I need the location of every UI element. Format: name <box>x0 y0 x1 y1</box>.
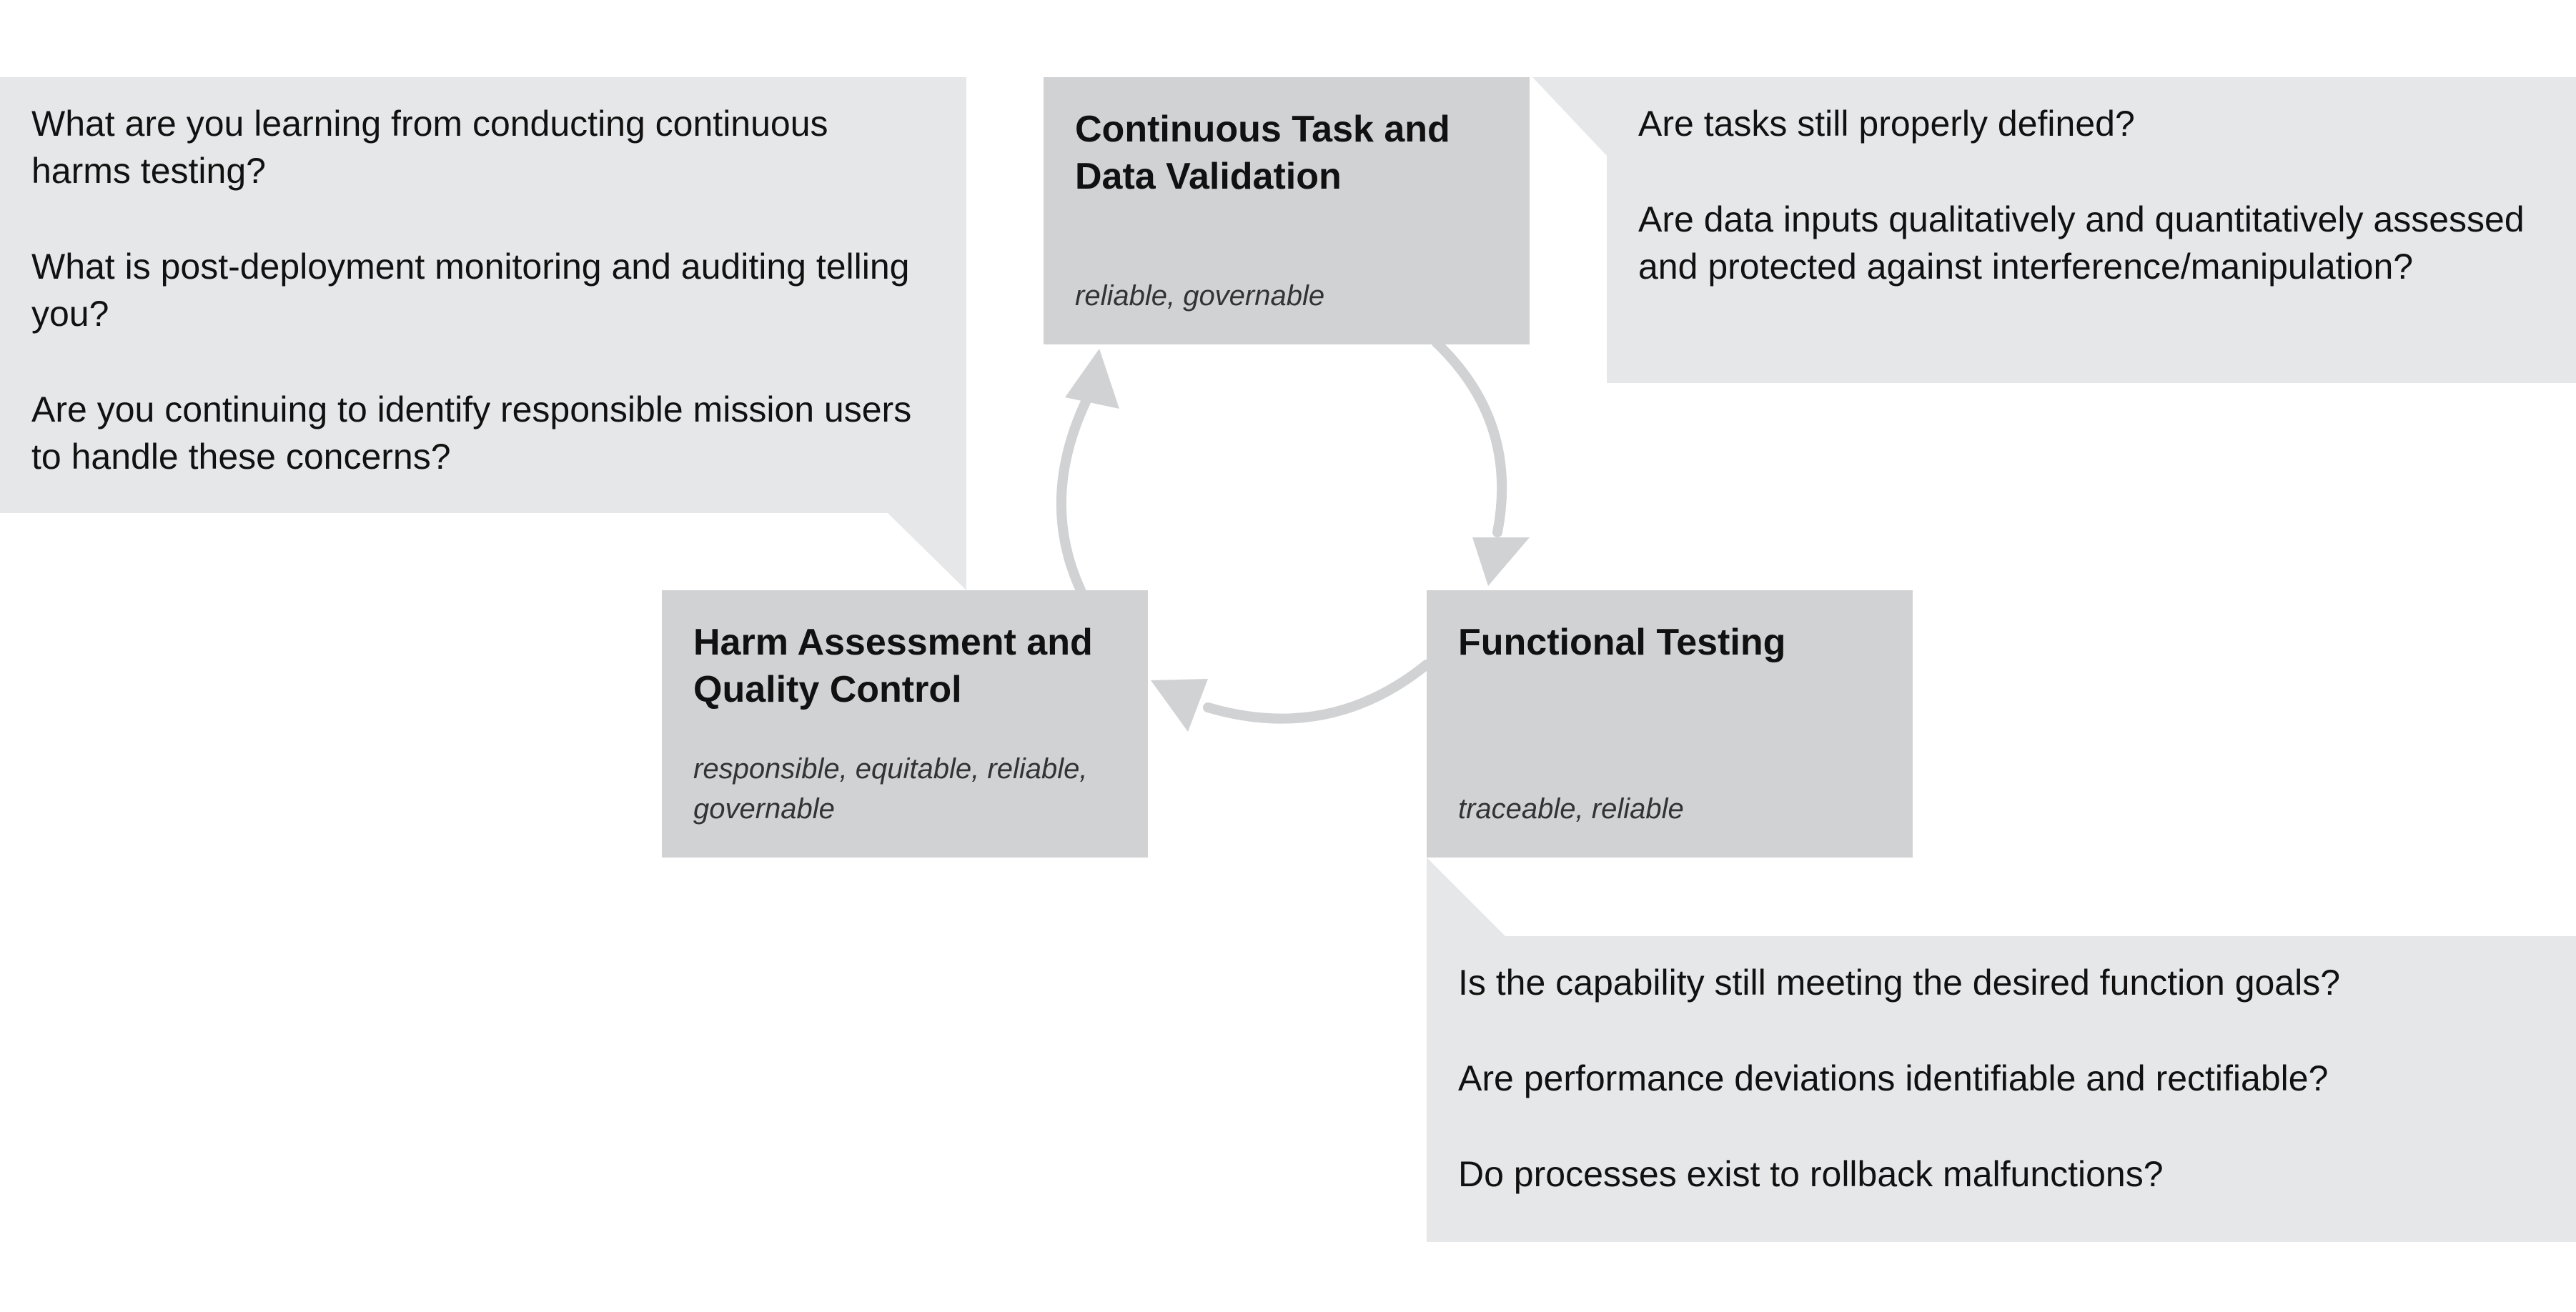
function-callout-tail <box>1427 858 1505 936</box>
stage-title: Functional Testing <box>1458 622 1786 663</box>
question-text: What are you learning from conducting co… <box>31 104 828 191</box>
stage-harm-assessment: Harm Assessment and Quality Control resp… <box>662 590 1148 858</box>
stage-tags: traceable, reliable <box>1458 793 1684 825</box>
stage-functional-testing: Functional Testing traceable, reliable <box>1427 590 1913 858</box>
arrow-continuous-to-functional <box>1432 338 1507 537</box>
stage-title: Harm Assessment and Quality Control <box>693 622 1093 710</box>
stage-continuous-validation: Continuous Task and Data Validation reli… <box>1044 77 1530 344</box>
arrow-harm-to-continuous <box>1056 395 1091 595</box>
arrow-functional-to-harm-head <box>1151 679 1208 732</box>
arrow-functional-to-harm <box>1203 660 1432 724</box>
question-text: Do processes exist to rollback malfuncti… <box>1458 1154 2164 1194</box>
question-text: Are performance deviations identifiable … <box>1458 1058 2329 1098</box>
question-text: Are data inputs qualitatively and quanti… <box>1638 199 2525 287</box>
stage-tags: reliable, governable <box>1075 280 1325 312</box>
callout-harms-questions: What are you learning from conducting co… <box>0 77 966 513</box>
stage-title: Continuous Task and Data Validation <box>1075 109 1450 197</box>
task-callout-tail <box>1532 77 1607 156</box>
question-text: What is post-deployment monitoring and a… <box>31 247 910 334</box>
callout-task-questions: Are tasks still properly defined? Are da… <box>1607 77 2576 383</box>
question-text: Are tasks still properly defined? <box>1638 104 2135 144</box>
question-text: Is the capability still meeting the desi… <box>1458 963 2341 1003</box>
stage-tags: responsible, equitable, reliable, govern… <box>693 753 1088 825</box>
question-text: Are you continuing to identify responsib… <box>31 389 912 477</box>
harms-callout-tail <box>888 513 966 590</box>
arrow-harm-to-continuous-head <box>1065 349 1119 409</box>
callout-function-questions: Is the capability still meeting the desi… <box>1427 936 2576 1242</box>
arrow-continuous-to-functional-head <box>1472 537 1530 586</box>
